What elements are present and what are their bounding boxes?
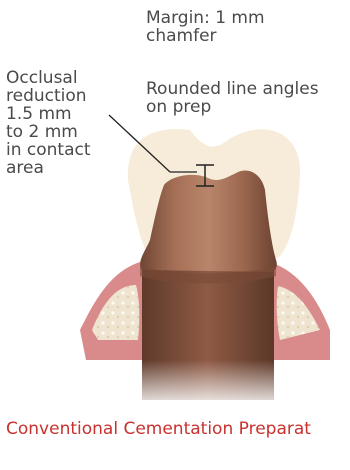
fade-overlay [60,360,350,410]
occlusal-label: Occlusal reduction 1.5 mm to 2 mm in con… [6,69,91,177]
rounded-angles-label: Rounded line angles on prep [146,80,319,116]
margin-label: Margin: 1 mm chamfer [146,9,265,45]
page-title: Conventional Cementation Preparat [6,418,350,440]
